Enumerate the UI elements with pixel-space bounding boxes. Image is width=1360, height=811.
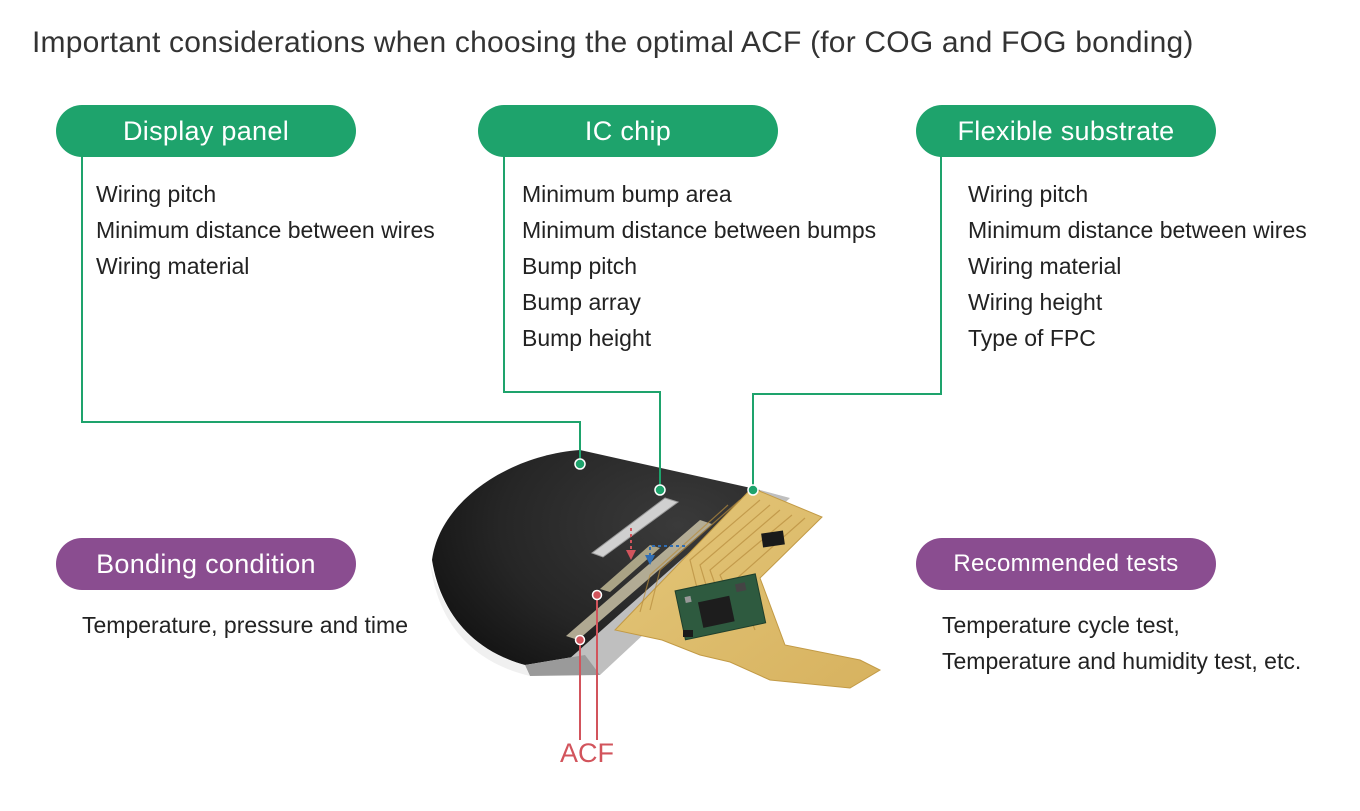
- list-item: Minimum distance between wires: [96, 217, 435, 243]
- page-title: Important considerations when choosing t…: [32, 26, 1194, 59]
- ic-chip-pill: IC chip: [478, 105, 778, 157]
- display-panel-list: Wiring pitch Minimum distance between wi…: [96, 176, 435, 284]
- list-item: Wiring material: [968, 253, 1122, 279]
- recommended-tests-line-2: Temperature and humidity test, etc.: [942, 648, 1302, 674]
- recommended-tests-line-1: Temperature cycle test,: [942, 612, 1180, 638]
- display-panel-label: Display panel: [123, 115, 289, 146]
- ic-chip-list: Minimum bump area Minimum distance betwe…: [522, 176, 876, 356]
- list-item: Bump array: [522, 289, 641, 315]
- list-item: Minimum distance between wires: [968, 217, 1307, 243]
- list-item: Wiring pitch: [968, 181, 1089, 207]
- leader-lines: [81, 155, 942, 490]
- flexible-substrate-label: Flexible substrate: [957, 115, 1175, 146]
- bonding-condition-label: Bonding condition: [96, 548, 316, 579]
- acf-strips: [566, 520, 712, 640]
- bonding-condition-text: Temperature, pressure and time: [82, 612, 408, 638]
- acf-label: ACF: [560, 738, 614, 768]
- list-item: Wiring height: [968, 289, 1103, 315]
- ic-chip-shape: [590, 497, 680, 558]
- flexible-substrate-list: Wiring pitch Minimum distance between wi…: [968, 176, 1307, 356]
- list-item: Bump pitch: [522, 253, 638, 279]
- acf-leader-lines: [579, 595, 598, 740]
- list-item: Minimum bump area: [522, 181, 732, 207]
- flexible-substrate-shape: [614, 487, 882, 689]
- recommended-tests-label: Recommended tests: [953, 550, 1179, 577]
- list-item: Wiring material: [96, 253, 250, 279]
- list-item: Bump height: [522, 325, 652, 351]
- list-item: Type of FPC: [968, 325, 1096, 351]
- recommended-tests-pill: Recommended tests: [916, 538, 1216, 590]
- bonding-arrows: [626, 528, 685, 565]
- bonding-condition-pill: Bonding condition: [56, 538, 356, 590]
- flexible-substrate-pill: Flexible substrate: [916, 105, 1216, 157]
- list-item: Wiring pitch: [96, 181, 217, 207]
- ic-chip-label: IC chip: [584, 115, 672, 146]
- list-item: Minimum distance between bumps: [522, 217, 877, 243]
- display-panel-pill: Display panel: [56, 105, 356, 157]
